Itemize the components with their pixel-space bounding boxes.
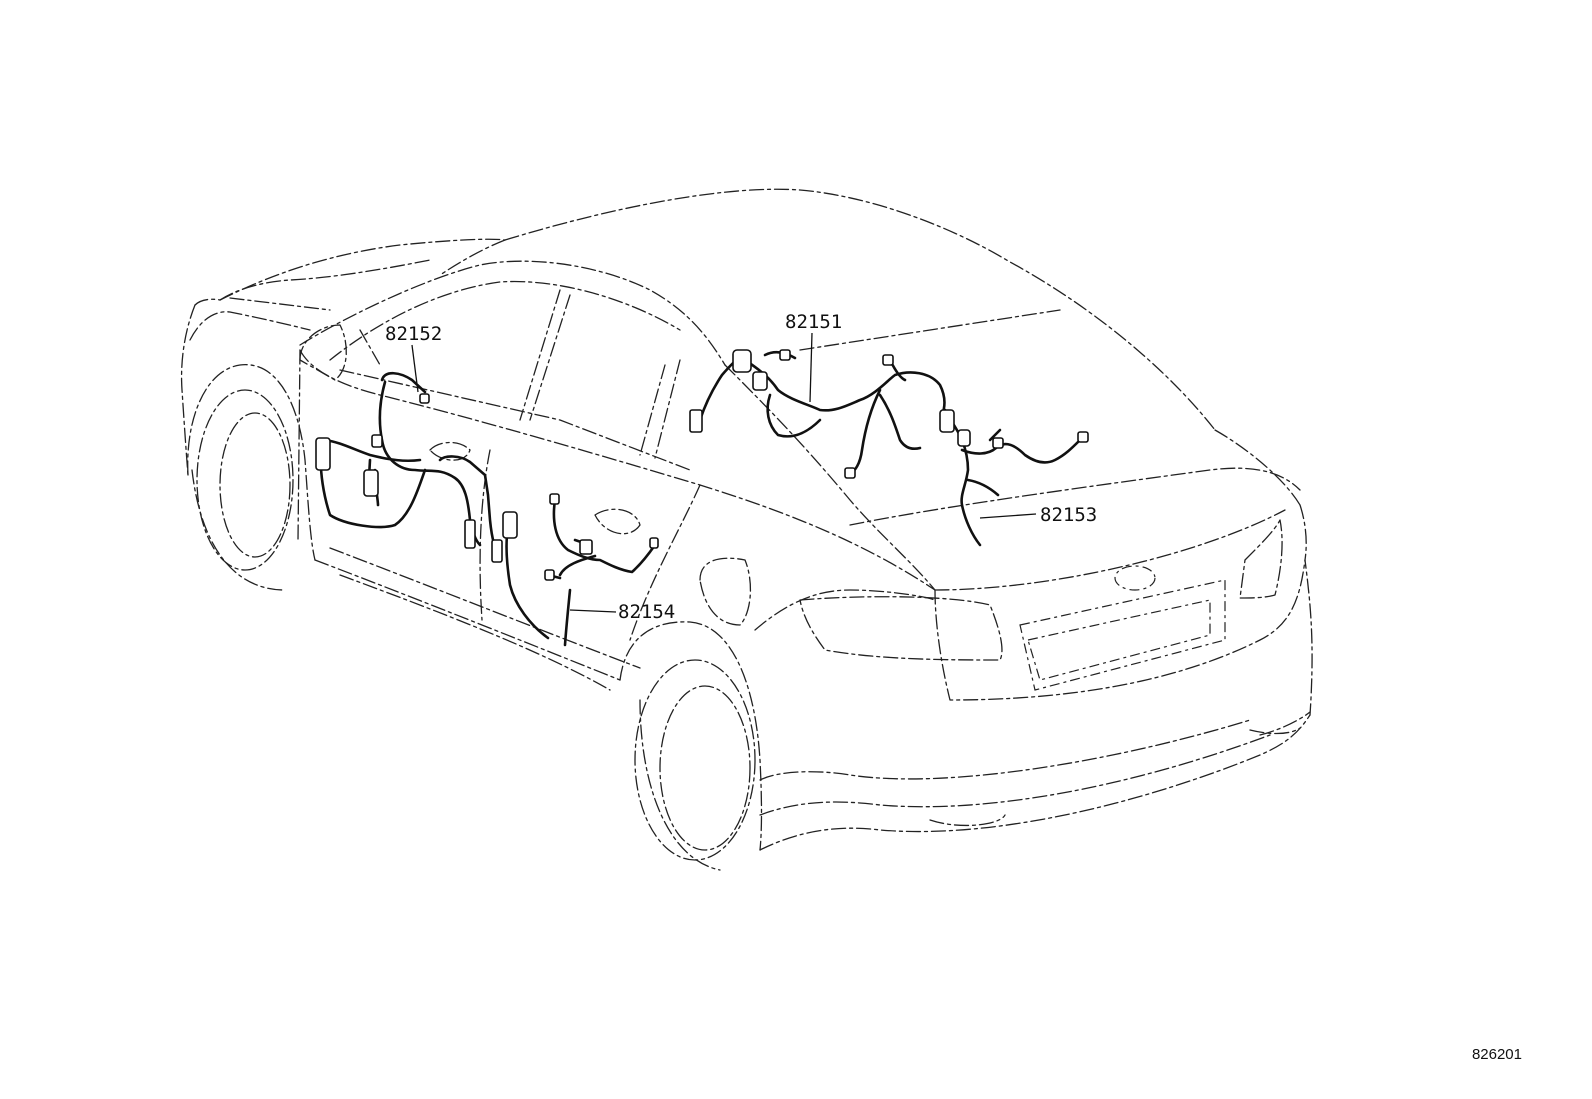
leader-lines xyxy=(411,332,1037,613)
part-label-82152: 82152 xyxy=(385,323,442,345)
part-label-82151: 82151 xyxy=(785,311,842,333)
harness-trunk xyxy=(939,408,1089,547)
harness-front-door xyxy=(315,371,503,563)
part-label-82153: 82153 xyxy=(1040,504,1097,526)
diagram-id: 826201 xyxy=(1471,1046,1522,1063)
car-body-outline xyxy=(180,188,1313,871)
harness-rear-door xyxy=(502,493,659,647)
harness-roof-pillar xyxy=(689,349,946,479)
part-label-82154: 82154 xyxy=(618,601,675,623)
